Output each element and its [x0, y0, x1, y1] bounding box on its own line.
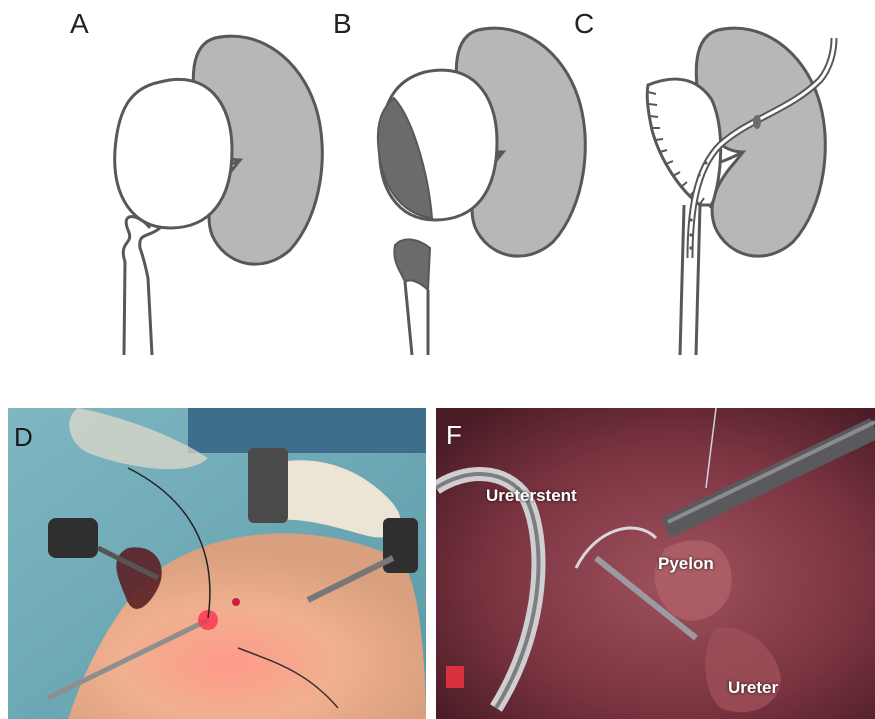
annotation-ureter: Ureter [728, 678, 778, 698]
dilated-pelvis-a [115, 79, 232, 228]
panel-label-a: A [70, 8, 89, 40]
panel-label-d: D [14, 422, 33, 453]
photo-f: F Ureterstent Pyelon Ureter [436, 408, 875, 719]
stent-marker [446, 666, 464, 688]
stent-exit-c [753, 115, 761, 129]
panel-b-diagram [378, 28, 585, 355]
port-site-2 [232, 598, 240, 606]
reconstructed-pelvis-c [647, 79, 720, 205]
annotation-ureterstent: Ureterstent [486, 486, 577, 506]
trocar-top [248, 448, 288, 523]
blue-drape-top [188, 408, 426, 453]
annotation-pyelon: Pyelon [658, 554, 714, 574]
panel-a-diagram [115, 36, 323, 355]
ureter-b [405, 282, 428, 355]
trocar-right [383, 518, 418, 573]
panel-c-diagram [647, 28, 834, 355]
trocar-left [48, 518, 98, 558]
photo-d-illustration [8, 408, 426, 719]
panel-label-b: B [333, 8, 352, 40]
panel-label-f: F [446, 420, 462, 451]
panel-label-c: C [574, 8, 594, 40]
ureter-a [123, 217, 160, 355]
photo-d: D [8, 408, 426, 719]
ureter-stump-b [394, 239, 430, 290]
photo-f-illustration [436, 408, 875, 719]
